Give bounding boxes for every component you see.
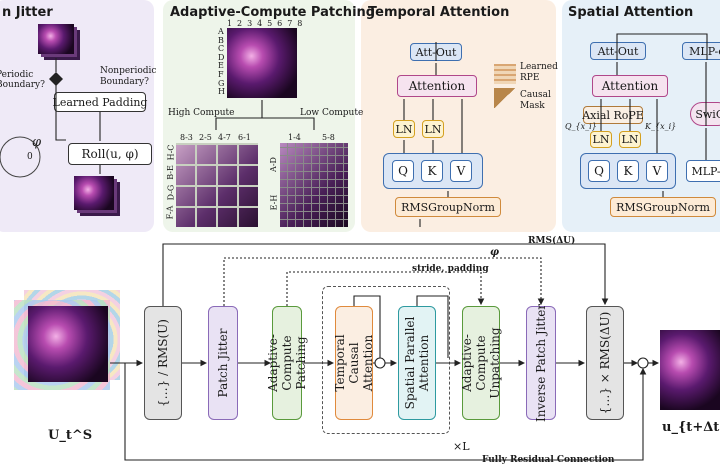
spatial-k: K xyxy=(617,160,639,182)
add-node xyxy=(637,357,649,369)
high-col-4: 6-1 xyxy=(238,133,251,142)
temporal-k: K xyxy=(421,160,443,182)
add-node xyxy=(374,357,386,369)
high-col-3: 4-7 xyxy=(218,133,231,142)
row-e: E xyxy=(218,61,224,71)
rms-skip xyxy=(162,243,609,306)
spatial-mlp-out: MLP-o xyxy=(682,42,720,60)
learned-padding-box: Learned Padding xyxy=(53,92,147,112)
row-d: D xyxy=(218,52,225,62)
rms-delta-label: RMS(ΔU) xyxy=(528,236,576,246)
spatial-ln-2: LN xyxy=(619,131,641,148)
spatial-mlp-in: MLP- xyxy=(686,160,720,182)
jitter-input-field xyxy=(38,24,74,54)
input-field-front xyxy=(28,306,108,382)
row-labels: A B C D E F G H xyxy=(218,27,226,97)
rpe-icon xyxy=(494,64,516,84)
row-a: A xyxy=(218,27,224,36)
causal-mask-icon xyxy=(494,88,516,108)
rms-normalize-block: {…} / RMS(U) xyxy=(144,306,182,420)
causal-mask-label: Causal Mask xyxy=(520,90,551,111)
high-compute-label: High Compute xyxy=(168,108,235,118)
row-h: H xyxy=(218,87,225,97)
low-col-1: 1-4 xyxy=(288,133,301,142)
patching-flow xyxy=(215,100,315,130)
temporal-attention-block: Temporal Causal Attention xyxy=(333,306,375,420)
spatial-att-out: Att-Out xyxy=(590,42,646,60)
patching-title: Adaptive-Compute Patching xyxy=(170,5,376,20)
learned-rpe-label: Learned RPE xyxy=(520,62,558,83)
spatial-q: Q xyxy=(588,160,610,182)
jitter-output-field xyxy=(74,176,114,210)
rms-denormalize-block: {…} × RMS(ΔU) xyxy=(586,306,624,420)
adaptive-patching-block: Adaptive-Compute Patching xyxy=(266,306,308,420)
nonperiodic-question: Nonperiodic Boundary? xyxy=(100,66,157,87)
patching-input-field xyxy=(227,28,297,98)
jitter-flow xyxy=(55,58,101,174)
high-compute-grid xyxy=(176,143,258,227)
layer-group xyxy=(322,286,450,434)
spatial-residual xyxy=(416,295,449,358)
temporal-title: Temporal Attention xyxy=(368,5,510,20)
qx-label: Q_{x_i} xyxy=(565,122,597,131)
spatial-norm: RMSGroupNorm xyxy=(610,197,716,217)
low-compute-label: Low Compute xyxy=(300,108,364,118)
swiglu-box: SwiG xyxy=(690,102,720,126)
temporal-v: V xyxy=(450,160,472,182)
temporal-attention-panel xyxy=(361,0,556,232)
phi-skip xyxy=(223,257,545,306)
residual-skip xyxy=(124,363,647,461)
stride-padding-label: stride, padding xyxy=(412,264,489,274)
phase-circle xyxy=(0,136,41,178)
times-l-label: ×L xyxy=(453,440,470,453)
axial-rope-box: Axial RoPE xyxy=(582,106,644,124)
input-label: U_t^S xyxy=(48,428,93,443)
output-label: u_{t+Δt}^S xyxy=(662,420,720,435)
spatial-v: V xyxy=(646,160,668,182)
row-f: F xyxy=(218,69,224,79)
inverse-jitter-block: Inverse Patch Jitter xyxy=(526,304,556,422)
output-field xyxy=(660,330,720,410)
phi-pipeline-label: φ xyxy=(490,247,500,258)
zero-label: 0 xyxy=(27,152,33,162)
kx-label: K_{x_i} xyxy=(645,122,677,131)
phi-symbol: φ xyxy=(32,135,42,150)
low-col-2: 5-8 xyxy=(322,133,335,142)
temporal-attention-box: Attention xyxy=(397,75,477,97)
decision-diamond xyxy=(49,72,63,86)
temporal-flow xyxy=(403,42,463,227)
periodic-question: Periodic Boundary? xyxy=(0,70,45,90)
temporal-residual xyxy=(353,295,381,358)
row-c: C xyxy=(218,44,225,54)
temporal-ln-2: LN xyxy=(422,120,444,138)
temporal-ln-1: LN xyxy=(393,120,415,138)
spatial-flow xyxy=(600,33,708,197)
spatial-attention-box: Attention xyxy=(592,75,668,97)
temporal-q: Q xyxy=(392,160,414,182)
patch-jitter-block: Patch Jitter xyxy=(208,306,238,420)
jitter-title: n Jitter xyxy=(2,5,53,20)
stride-skip xyxy=(286,271,485,306)
temporal-norm: RMSGroupNorm xyxy=(395,197,501,217)
row-b: B xyxy=(218,35,224,45)
spatial-ln-1: LN xyxy=(590,131,612,148)
spatial-title: Spatial Attention xyxy=(568,5,694,20)
spatial-attention-block: Spatial Parallel Attention xyxy=(398,306,436,420)
row-g: G xyxy=(218,78,225,88)
roll-box: Roll(u, φ) xyxy=(68,143,152,165)
low-compute-grid xyxy=(280,143,348,227)
adaptive-unpatching-block: Adaptive-Compute Unpatching xyxy=(460,306,502,420)
high-col-1: 8-3 xyxy=(180,133,193,142)
high-col-2: 2-5 xyxy=(199,133,212,142)
column-labels: 1 2 3 4 5 6 7 8 xyxy=(227,19,304,28)
